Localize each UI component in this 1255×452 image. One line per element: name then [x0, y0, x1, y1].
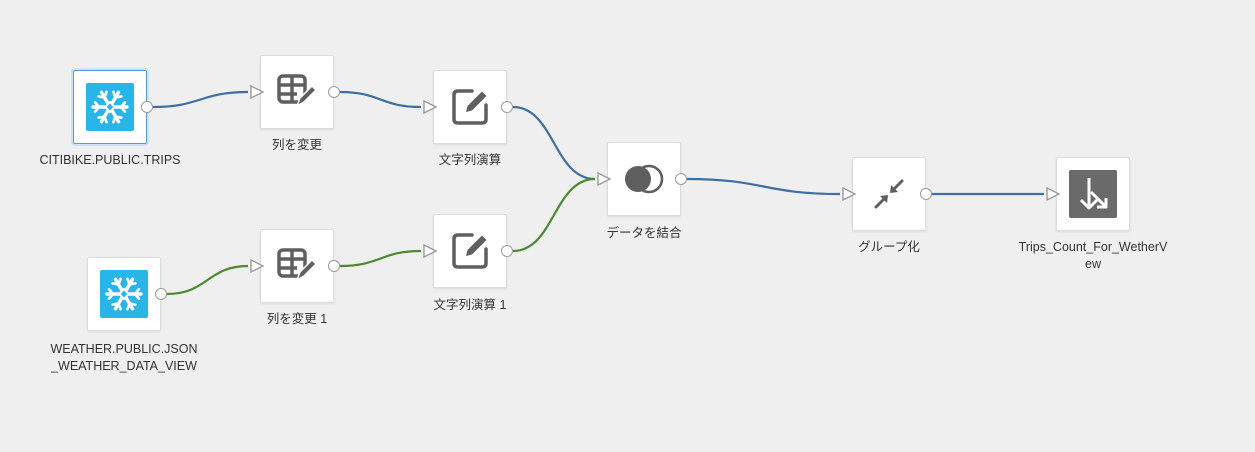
node-group-by[interactable]	[842, 157, 932, 231]
output-port[interactable]	[675, 173, 687, 185]
output-port[interactable]	[328, 86, 340, 98]
node-change-columns[interactable]	[250, 55, 340, 129]
output-port[interactable]	[501, 101, 513, 113]
table-edit-icon	[277, 74, 318, 108]
pencil-square-icon	[452, 233, 488, 269]
node-label: 文字列演算	[438, 153, 502, 167]
output-port[interactable]	[155, 288, 167, 300]
arrows-collapse-icon	[874, 179, 904, 209]
node-label: CITIBIKE.PUBLIC.TRIPS	[39, 153, 181, 167]
edge-chg2-str2[interactable]	[339, 249, 422, 268]
output-port[interactable]	[501, 245, 513, 257]
edge-src2-chg2[interactable]	[166, 264, 249, 296]
node-citibike-source[interactable]	[73, 70, 153, 144]
node-label: データを結合	[606, 226, 682, 240]
output-port[interactable]	[141, 101, 153, 113]
edge-src1-chg1[interactable]	[152, 90, 249, 109]
output-port[interactable]	[920, 188, 932, 200]
node-label: Trips_Count_For_WetherVew	[1018, 240, 1168, 271]
edge-chg1-str1[interactable]	[339, 90, 422, 109]
node-change-columns-1[interactable]	[250, 229, 340, 303]
node-string-operation-1[interactable]	[423, 214, 513, 288]
join-circles-icon	[625, 164, 664, 194]
output-target-icon	[1069, 170, 1117, 218]
node-label: WEATHER.PUBLIC.JSON_WEATHER_DATA_VIEW	[50, 342, 198, 373]
node-label: 列を変更 1	[266, 312, 328, 326]
node-label: 列を変更	[271, 138, 322, 152]
snowflake-icon	[100, 270, 148, 318]
pencil-square-icon	[452, 89, 488, 125]
edge-join-group[interactable]	[686, 177, 841, 196]
node-output-trips-count[interactable]	[1046, 157, 1130, 231]
node-weather-source[interactable]	[87, 257, 167, 331]
edge-str2-join[interactable]	[512, 177, 596, 253]
node-join-data[interactable]	[597, 142, 687, 216]
node-string-operation[interactable]	[423, 70, 513, 144]
edge-str1-join[interactable]	[512, 105, 596, 181]
node-label: 文字列演算 1	[433, 298, 507, 312]
snowflake-icon	[86, 83, 134, 131]
table-edit-icon	[277, 248, 318, 282]
node-label: グループ化	[858, 240, 920, 254]
output-port[interactable]	[328, 260, 340, 272]
